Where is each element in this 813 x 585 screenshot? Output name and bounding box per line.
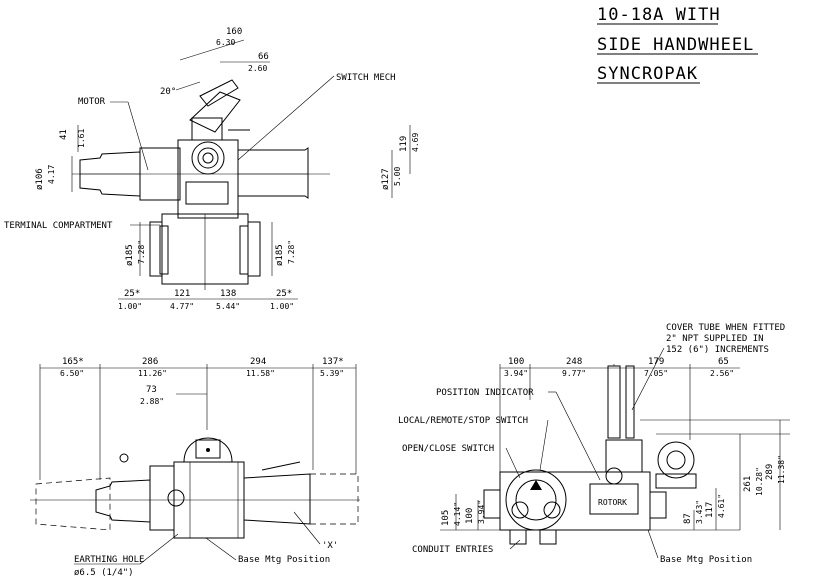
- motor-side: [95, 479, 151, 523]
- label-cover-tube-1: COVER TUBE WHEN FITTED: [666, 323, 785, 333]
- svg-text:5.00: 5.00: [393, 167, 402, 186]
- svg-text:121: 121: [174, 289, 190, 299]
- svg-text:248: 248: [566, 357, 582, 367]
- label-terminal-compartment: TERMINAL COMPARTMENT: [4, 221, 113, 231]
- svg-text:65: 65: [718, 357, 729, 367]
- svg-text:2.88": 2.88": [140, 397, 164, 406]
- svg-text:2.56": 2.56": [710, 369, 734, 378]
- svg-text:4.14": 4.14": [453, 502, 462, 526]
- svg-text:66: 66: [258, 52, 269, 62]
- svg-text:6.30: 6.30: [216, 38, 235, 47]
- label-x-marker: 'X': [322, 541, 338, 551]
- svg-text:117: 117: [705, 502, 715, 518]
- svg-text:100: 100: [508, 357, 524, 367]
- right-tube: [237, 147, 309, 199]
- label-earthing-hole: EARTHING HOLE: [74, 555, 144, 565]
- svg-text:261: 261: [743, 476, 753, 492]
- handwheel-lever: [189, 91, 241, 133]
- svg-text:7.28": 7.28": [137, 240, 146, 264]
- svg-text:165*: 165*: [62, 357, 84, 367]
- switch-housing: [183, 437, 233, 463]
- label-open-close: OPEN/CLOSE SWITCH: [402, 444, 494, 454]
- handwheel: [657, 441, 695, 479]
- svg-text:5.44": 5.44": [216, 302, 240, 311]
- svg-text:160: 160: [226, 27, 242, 37]
- handwheel-hub: [191, 141, 225, 175]
- svg-text:11.58": 11.58": [246, 369, 275, 378]
- label-motor: MOTOR: [78, 97, 106, 107]
- top-view: 160 6.30 66 2.60 20° 41 1.61 ø106 4.17 1…: [4, 27, 420, 311]
- svg-text:294: 294: [250, 357, 266, 367]
- label-position-indicator: POSITION INDICATOR: [436, 388, 534, 398]
- title-block: 10-18A WITH SIDE HANDWHEEL SYNCROPAK: [597, 5, 758, 84]
- svg-text:ø185: ø185: [125, 244, 135, 266]
- svg-text:286: 286: [142, 357, 158, 367]
- svg-text:2.60: 2.60: [248, 64, 267, 73]
- svg-text:9.77": 9.77": [562, 369, 586, 378]
- svg-text:6.50": 6.50": [60, 369, 84, 378]
- svg-text:20°: 20°: [160, 87, 176, 97]
- title-line-1: 10-18A WITH: [597, 5, 721, 25]
- svg-text:5.39": 5.39": [320, 369, 344, 378]
- svg-text:4.17: 4.17: [47, 165, 56, 184]
- svg-text:100: 100: [465, 508, 475, 524]
- svg-text:137*: 137*: [322, 357, 344, 367]
- gearbox-body: [177, 139, 239, 219]
- label-cover-tube-3: 152 (6") INCREMENTS: [666, 345, 769, 355]
- actuator-body: [499, 471, 651, 531]
- side-view-right: ROTORK 100 3.94" 248 9.77" 179 7.05" 65 …: [398, 323, 790, 565]
- svg-text:11.26": 11.26": [138, 369, 167, 378]
- svg-text:1.00": 1.00": [270, 302, 294, 311]
- label-switch-mech: SWITCH MECH: [336, 73, 396, 83]
- svg-text:105: 105: [441, 510, 451, 526]
- svg-text:ø127: ø127: [381, 168, 391, 190]
- label-earthing-hole-size: ø6.5 (1/4"): [74, 568, 134, 578]
- svg-text:138: 138: [220, 289, 236, 299]
- svg-text:1.00": 1.00": [118, 302, 142, 311]
- svg-text:1.61: 1.61: [77, 129, 86, 148]
- svg-text:289: 289: [765, 464, 775, 480]
- svg-text:73: 73: [146, 385, 157, 395]
- svg-text:4.77": 4.77": [170, 302, 194, 311]
- svg-text:3.94": 3.94": [504, 369, 528, 378]
- label-cover-tube-2: 2" NPT SUPPLIED IN: [666, 334, 764, 344]
- plate-text: ROTORK: [598, 498, 627, 507]
- label-base-mtg-right: Base Mtg Position: [660, 555, 752, 565]
- side-view-left: 165* 6.50" 286 11.26" 294 11.58" 137* 5.…: [30, 357, 360, 578]
- right-tube-side: [243, 473, 311, 525]
- svg-text:ø185: ø185: [275, 244, 285, 266]
- svg-text:25*: 25*: [276, 289, 292, 299]
- svg-text:41: 41: [59, 129, 69, 140]
- cover-tube: [607, 365, 621, 439]
- svg-text:11.38": 11.38": [777, 455, 786, 484]
- switch-cover: [505, 469, 567, 531]
- svg-text:4.69: 4.69: [411, 133, 420, 152]
- svg-text:10.28": 10.28": [755, 467, 764, 496]
- svg-text:7.28": 7.28": [287, 240, 296, 264]
- title-line-3: SYNCROPAK: [597, 64, 698, 84]
- title-line-2: SIDE HANDWHEEL: [597, 35, 754, 55]
- svg-text:3.43": 3.43": [695, 500, 704, 524]
- svg-text:7.05": 7.05": [644, 369, 668, 378]
- svg-text:119: 119: [399, 136, 409, 152]
- label-base-mtg-left: Base Mtg Position: [238, 555, 330, 565]
- svg-text:3.94": 3.94": [477, 500, 486, 524]
- svg-text:4.61": 4.61": [717, 494, 726, 518]
- label-conduit-entries: CONDUIT ENTRIES: [412, 545, 493, 555]
- svg-text:25*: 25*: [124, 289, 140, 299]
- svg-text:87: 87: [683, 513, 693, 524]
- label-local-remote-stop: LOCAL/REMOTE/STOP SWITCH: [398, 416, 528, 426]
- svg-text:179: 179: [648, 357, 664, 367]
- svg-text:ø106: ø106: [35, 168, 45, 190]
